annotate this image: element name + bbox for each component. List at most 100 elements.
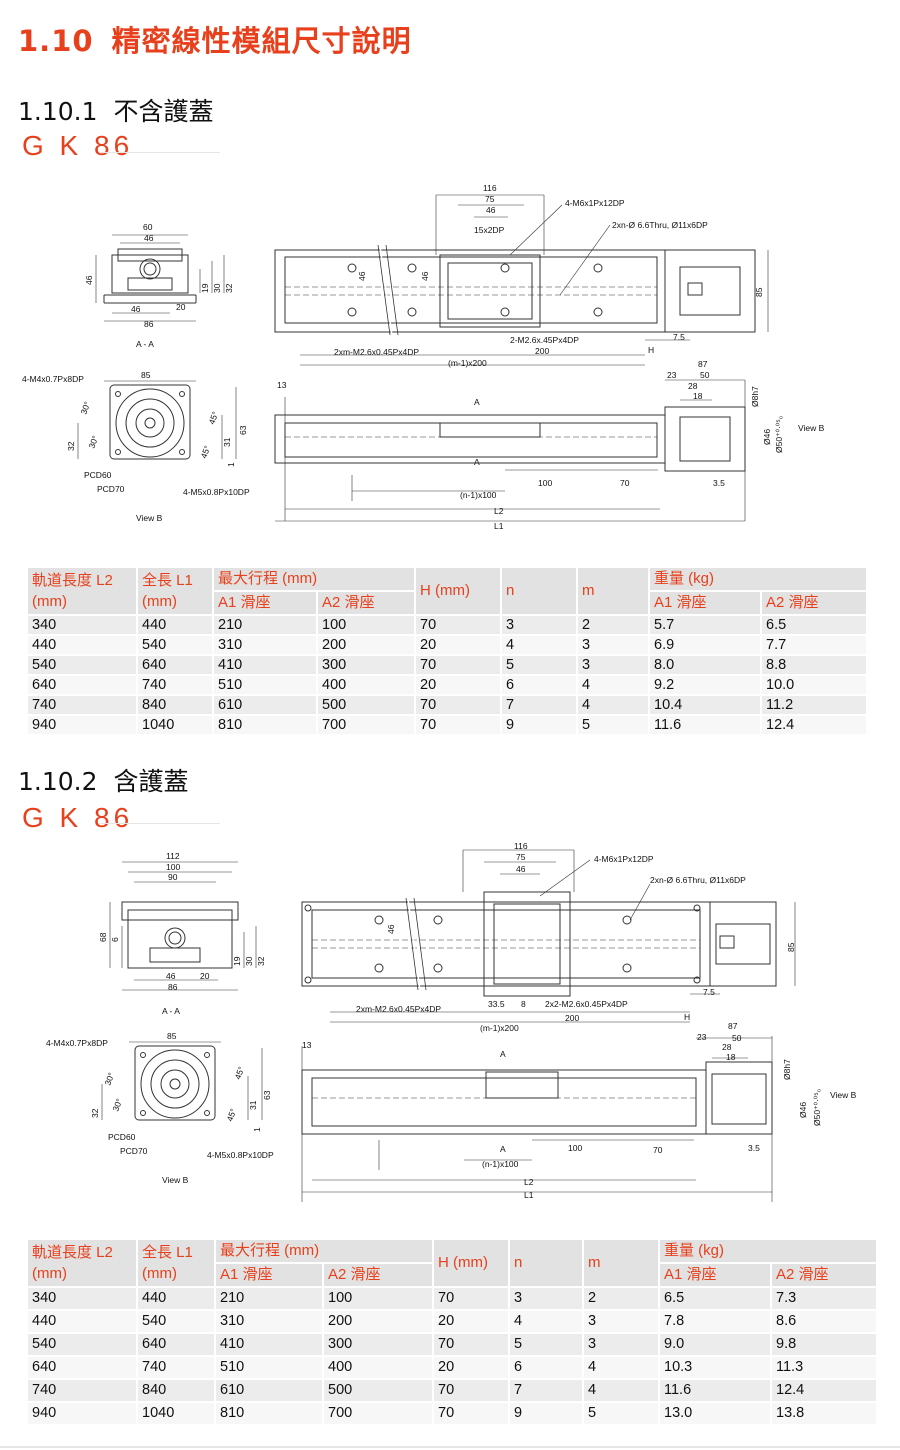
table-cell: 3 — [502, 616, 578, 634]
label-pcd70-2: PCD70 — [120, 1146, 148, 1156]
dim-m1x200: (m-1)x200 — [448, 358, 487, 368]
dim-23: 23 — [667, 370, 677, 380]
dim-75b: 75 — [516, 852, 526, 862]
table-cell: 3 — [584, 1334, 660, 1355]
dim-19b: 19 — [232, 956, 242, 966]
dim-50b: 50 — [732, 1033, 742, 1043]
table-cell: 3 — [578, 636, 650, 654]
header-weight-2: 重量 (kg) — [660, 1240, 878, 1262]
dim-31: 31 — [222, 437, 232, 447]
table-cell: 6 — [502, 676, 578, 694]
dim-200: 200 — [535, 346, 549, 356]
dim-86: 86 — [144, 319, 154, 329]
dim-28: 28 — [688, 381, 698, 391]
side-view-labels: 13 A A 87 23 50 28 18 Ø8h7 Ø46 Ø50⁺⁰·⁰⁵₀… — [277, 359, 825, 531]
label-m26-2b: 2x2-M2.6x0.45Px4DP — [545, 999, 628, 1009]
label-view-b-2: View B — [162, 1175, 189, 1185]
dim-32: 32 — [224, 283, 234, 293]
label-aa: A - A — [136, 339, 154, 349]
dim-32c: 32 — [256, 956, 266, 966]
table-cell: 70 — [416, 696, 502, 714]
header-l2: 軌道長度 L2(mm) — [28, 568, 138, 614]
table-cell: 640 — [28, 676, 138, 694]
table-cell: 310 — [214, 636, 318, 654]
table-cell: 510 — [216, 1357, 324, 1378]
table-cell: 540 — [138, 1311, 216, 1332]
dim-13: 13 — [277, 380, 287, 390]
table-cell: 4 — [502, 636, 578, 654]
label-a-top: A — [474, 397, 480, 407]
table-cell: 500 — [318, 696, 416, 714]
dim-7-5b: 7.5 — [703, 987, 715, 997]
dim-20b: 20 — [200, 971, 210, 981]
dim-l1-2: L1 — [524, 1190, 534, 1200]
table-cell: 6.9 — [650, 636, 762, 654]
table-cell: 810 — [216, 1403, 324, 1424]
dim-8h7: Ø8h7 — [750, 386, 760, 407]
header-m: m — [578, 568, 650, 614]
label-m4-2: 4-M4x0.7Px8DP — [46, 1038, 108, 1048]
table-cell: 4 — [510, 1311, 584, 1332]
dim-30b: 30 — [244, 956, 254, 966]
table-cell: 70 — [434, 1403, 510, 1424]
table-cell: 9.8 — [772, 1334, 878, 1355]
table-cell: 310 — [216, 1311, 324, 1332]
dim-18b: 18 — [726, 1052, 736, 1062]
dim-l1: L1 — [494, 521, 504, 531]
table-cell: 8.8 — [762, 656, 868, 674]
table-cell: 8.6 — [772, 1311, 878, 1332]
table-cell: 8.0 — [650, 656, 762, 674]
table-cell: 840 — [138, 1380, 216, 1401]
page-bottom-rule — [0, 1446, 900, 1448]
header-m-2: m — [584, 1240, 660, 1286]
spec-table-2: 軌道長度 L2(mm) 全長 L1(mm) 最大行程 (mm) H (mm) n… — [28, 1238, 878, 1426]
table-cell: 200 — [324, 1311, 434, 1332]
dim-23b: 23 — [697, 1032, 707, 1042]
table-cell: 11.6 — [660, 1380, 772, 1401]
dim-h: H — [648, 345, 654, 355]
dim-116: 116 — [483, 183, 497, 193]
table-cell: 940 — [28, 716, 138, 734]
table-cell: 700 — [318, 716, 416, 734]
top-view-2-labels: 116 75 46 4-M6x1Px12DP 2xn-Ø 6.6Thru, Ø1… — [356, 841, 796, 1033]
table-cell: 810 — [214, 716, 318, 734]
header-h-2: H (mm) — [434, 1240, 510, 1286]
table-cell: 740 — [28, 1380, 138, 1401]
label-thru-2: 2xn-Ø 6.6Thru, Ø11x6DP — [650, 875, 746, 885]
table-cell: 9 — [502, 716, 578, 734]
header-weight-a1-2: A1 滑座 — [660, 1264, 772, 1286]
dim-31b: 31 — [248, 1100, 258, 1110]
dim-46e: 46 — [357, 271, 367, 281]
dim-112: 112 — [166, 851, 180, 861]
header-weight-a1: A1 滑座 — [650, 592, 762, 614]
header-weight-a2-2: A2 滑座 — [772, 1264, 878, 1286]
angle-45c: 45° — [232, 1065, 246, 1081]
label-pcd70: PCD70 — [97, 484, 125, 494]
table-cell: 13.8 — [772, 1403, 878, 1424]
subsection-2-title: 含護蓋 — [113, 767, 189, 796]
table-cell: 5 — [578, 716, 650, 734]
table-cell: 2 — [578, 616, 650, 634]
dim-200b: 200 — [565, 1013, 579, 1023]
table-cell: 6.5 — [660, 1288, 772, 1309]
dim-1: 1 — [226, 462, 236, 467]
top-view-labels: 116 75 46 15x2DP 4-M6x1Px12DP 2xn-Ø 6.6T… — [334, 183, 764, 368]
table-cell: 3 — [578, 656, 650, 674]
dim-70b: 70 — [653, 1145, 663, 1155]
dim-15x2dp: 15x2DP — [474, 225, 505, 235]
table-cell: 540 — [28, 1334, 138, 1355]
label-m26-2: 2-M2.6x.45Px4DP — [510, 335, 579, 345]
dim-85d: 85 — [786, 942, 796, 952]
dim-8h7b: Ø8h7 — [782, 1059, 792, 1080]
top-view — [274, 194, 769, 366]
view-b-2-labels: 4-M4x0.7Px8DP 85 30° 30° 45° 45° 32 31 6… — [46, 1031, 274, 1185]
dim-46i: 46 — [386, 924, 396, 934]
dim-h-2: H — [684, 1012, 690, 1022]
